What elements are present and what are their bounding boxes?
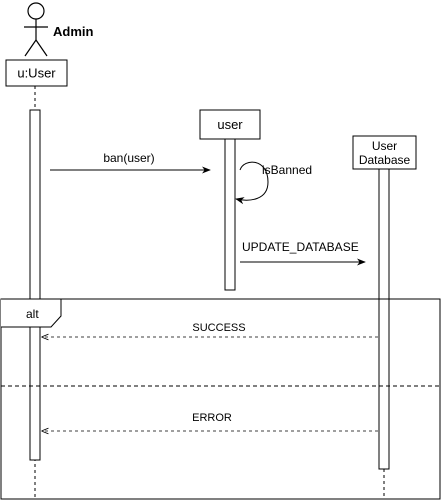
- activation-bar-user: [224, 138, 236, 291]
- lifeline-label-user: user: [217, 117, 243, 132]
- lifeline-lines: [34, 86, 385, 498]
- lifeline-head-u-user: u:User: [5, 59, 68, 87]
- alt-fragment-operator: alt: [26, 307, 39, 321]
- message-label-success: SUCCESS: [192, 322, 245, 334]
- message-arrow-isbanned: [235, 161, 269, 205]
- activation-bar-user-database: [378, 168, 390, 470]
- actor-name: Admin: [53, 24, 94, 39]
- lifeline-label-user-database-line2: Database: [359, 153, 411, 167]
- activation-bar-u-user: [29, 109, 41, 461]
- alt-fragment-tab: [1, 298, 62, 328]
- admin-actor-icon: [24, 2, 48, 57]
- lifeline-head-user: user: [199, 109, 261, 140]
- lifeline-label-u-user: u:User: [17, 66, 56, 81]
- message-label-update-database: UPDATE_DATABASE: [242, 240, 359, 254]
- alt-fragment-frame: [0, 298, 441, 500]
- message-label-error: ERROR: [192, 412, 232, 424]
- lifeline-head-user-database: User Database: [352, 135, 417, 170]
- lifeline-label-user-database-line1: User: [372, 139, 397, 153]
- message-label-isbanned: isBanned: [262, 163, 312, 177]
- message-label-ban-user: ban(user): [103, 151, 154, 165]
